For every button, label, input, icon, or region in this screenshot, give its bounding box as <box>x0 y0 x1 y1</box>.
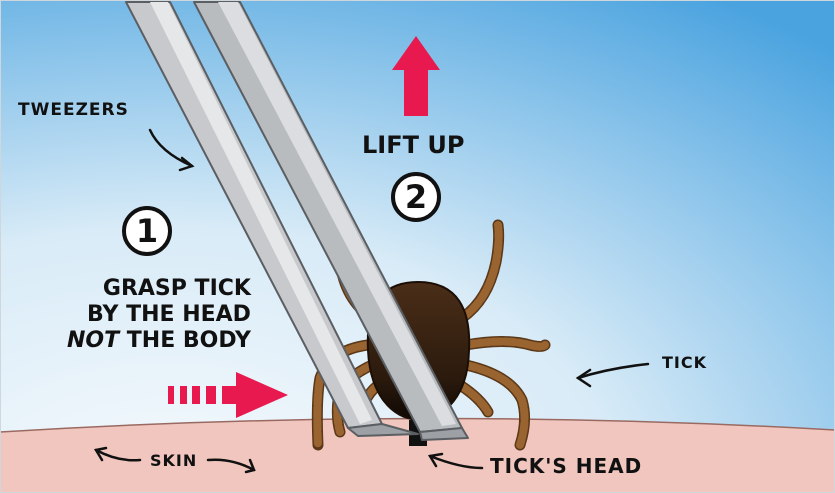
tick-label: TICK <box>662 353 707 372</box>
tweezers-label: TWEEZERS <box>18 100 129 120</box>
skin-label: SKIN <box>150 451 197 470</box>
grasp-emphasis: NOT <box>67 328 119 353</box>
lift-up-label: LIFT UP <box>362 132 464 158</box>
grasp-instruction: GRASP TICK BY THE HEAD NOT THE BODY <box>67 276 251 354</box>
grasp-line-3: NOT THE BODY <box>67 328 251 354</box>
step-2-badge: 2 <box>391 172 441 222</box>
grasp-line-1: GRASP TICK <box>67 276 251 302</box>
grasp-line-3-rest: THE BODY <box>119 328 251 353</box>
step-1-badge: 1 <box>122 206 172 256</box>
ticks-head-label: TICK'S HEAD <box>490 454 642 478</box>
grasp-line-2: BY THE HEAD <box>67 302 251 328</box>
